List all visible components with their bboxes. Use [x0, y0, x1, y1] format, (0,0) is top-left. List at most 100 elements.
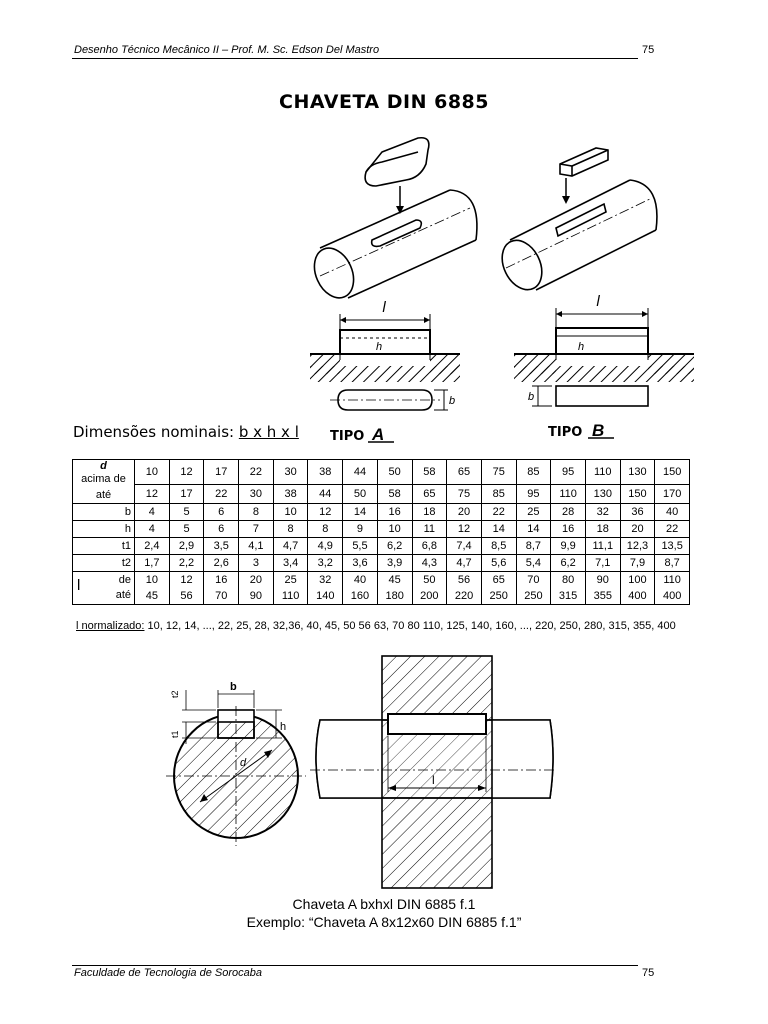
table-cell: 2,2 [168, 554, 205, 572]
type-a-arrow-head [396, 206, 404, 214]
key-types-drawing: l h b TIPO A [310, 136, 694, 444]
d-label: d [100, 460, 107, 472]
table-cell: 6 [203, 520, 240, 538]
acima-label: acima de [81, 473, 126, 485]
table-cell: 250 [480, 588, 517, 605]
table-cell: 12 [446, 520, 482, 538]
table-cell: 3,5 [203, 537, 240, 555]
table-cell: 90 [584, 571, 621, 588]
table-cell: 110 [654, 571, 690, 588]
table-cell: 22 [654, 520, 690, 538]
table-cell: 17 [168, 484, 205, 504]
normalized-values: 10, 12, 14, ..., 22, 25, 28, 32,36, 40, … [144, 620, 676, 632]
cross-width-label: b [230, 681, 237, 693]
table-cell: 44 [342, 459, 378, 485]
table-cell: 6,8 [411, 537, 448, 555]
table-cell: 16 [203, 571, 240, 588]
table-cell: 8 [238, 503, 274, 521]
type-a-shaft [313, 189, 478, 299]
table-cell: 6,2 [550, 554, 586, 572]
table-row-label: b [72, 503, 135, 521]
table-cell: 2,4 [134, 537, 170, 555]
table-cell: 95 [515, 484, 552, 504]
table-cell: 10 [134, 459, 170, 485]
table-cell: 22 [480, 503, 517, 521]
table-cell: 50 [376, 459, 413, 485]
table-cell: 75 [446, 484, 482, 504]
table-cell: 45 [376, 571, 413, 588]
table-cell: 4,9 [307, 537, 344, 555]
table-cell: 4,7 [272, 537, 309, 555]
nominal-dimensions-formula: b x h x l [238, 423, 299, 441]
page-title: CHAVETA DIN 6885 [279, 91, 489, 113]
table-cell: 30 [238, 484, 274, 504]
table-cell: 32 [307, 571, 344, 588]
table-cell: 12,3 [619, 537, 656, 555]
table-cell: 8,5 [480, 537, 517, 555]
table-cell: 80 [550, 571, 586, 588]
table-cell: 110 [584, 459, 621, 485]
table-cell: 17 [203, 459, 240, 485]
table-cell: 3,6 [342, 554, 378, 572]
normalized-lengths: l normalizado: 10, 12, 14, ..., 22, 25, … [76, 618, 696, 635]
type-b-height-label: h [578, 341, 584, 353]
type-b-letter: B [592, 421, 604, 440]
table-cell: 14 [480, 520, 517, 538]
table-cell: 8,7 [654, 554, 690, 572]
footer-rule [72, 965, 638, 966]
type-b-plan [532, 385, 649, 407]
table-cell: 11,1 [584, 537, 621, 555]
table-cell: 12 [134, 484, 170, 504]
table-cell: 3,4 [272, 554, 309, 572]
table-cell: 4,7 [446, 554, 482, 572]
table-cell: 140 [307, 588, 344, 605]
table-cell: 5,4 [515, 554, 552, 572]
table-cell: 5,5 [342, 537, 378, 555]
table-cell: 38 [272, 484, 309, 504]
longitudinal-section: l [310, 655, 556, 889]
table-row-label: t2 [72, 554, 135, 572]
table-cell: 6,2 [376, 537, 413, 555]
table-cell: 4 [134, 503, 170, 521]
table-cell: 32 [584, 503, 621, 521]
table-cell: 3 [238, 554, 274, 572]
type-a-width-label: b [449, 395, 455, 407]
type-b-key-3d [559, 147, 609, 177]
table-cell: 130 [619, 459, 656, 485]
table-cell: 150 [654, 459, 690, 485]
t1-label: t1 [170, 730, 180, 738]
table-cell: 10 [134, 571, 170, 588]
table-cell: 160 [342, 588, 378, 605]
type-a-length-label: l [382, 299, 386, 316]
table-cell: 90 [238, 588, 274, 605]
table-row-label: t1 [72, 537, 135, 555]
nominal-dimensions-label: Dimensões nominais: [73, 423, 239, 441]
table-cell: 12 [168, 459, 205, 485]
table-cell: 8 [307, 520, 344, 538]
type-a-plan [330, 389, 448, 411]
ate-label: até [95, 489, 112, 501]
table-cell: 18 [584, 520, 621, 538]
table-cell: 56 [446, 571, 482, 588]
table-cell: 4,1 [238, 537, 274, 555]
table-cell: 110 [272, 588, 309, 605]
table-cell: 70 [515, 571, 552, 588]
type-a-section: l h [310, 299, 460, 382]
type-b-label: TIPO [548, 425, 582, 440]
shaft-cross-section: d b h t2 t1 [166, 681, 306, 846]
table-cell: 6 [203, 503, 240, 521]
table-cell: 7 [238, 520, 274, 538]
normalized-label: l normalizado: [76, 620, 145, 632]
table-cell: 16 [376, 503, 413, 521]
table-cell: 58 [376, 484, 413, 504]
table-cell: 22 [238, 459, 274, 485]
table-cell: 10 [376, 520, 413, 538]
nominal-dimensions: Dimensões nominais: b x h x l [73, 423, 299, 441]
table-cell: 250 [515, 588, 552, 605]
